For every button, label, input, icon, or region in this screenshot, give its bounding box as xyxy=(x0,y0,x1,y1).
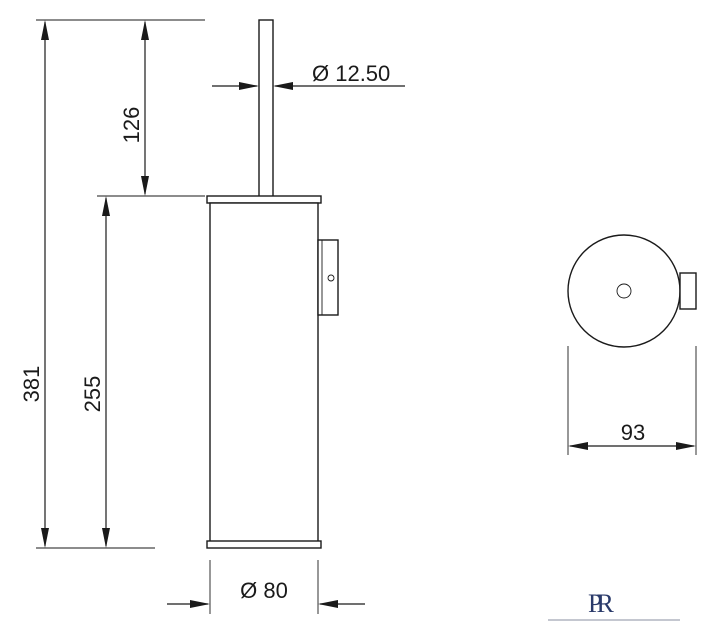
brand-logo-text: PR xyxy=(588,589,614,618)
top-view-bracket xyxy=(679,272,697,310)
top-view xyxy=(567,234,697,348)
bracket-screw-hole xyxy=(327,274,335,282)
body-diameter-label: Ø 80 xyxy=(240,578,288,603)
total-height-label: 381 xyxy=(19,366,44,403)
holder-base xyxy=(206,540,322,549)
top-view-width-label: 93 xyxy=(621,420,645,445)
dimension-total-height: 381 xyxy=(19,19,205,549)
top-view-handle-hole xyxy=(616,283,632,299)
dimension-handle-height: 126 xyxy=(119,20,205,197)
dimension-handle-diameter: Ø 12.50 xyxy=(212,61,405,90)
dimension-body-height: 255 xyxy=(80,195,135,548)
handle-height-label: 126 xyxy=(119,107,144,144)
dimension-body-diameter: Ø 80 xyxy=(167,560,365,614)
top-view-body-circle xyxy=(567,234,681,348)
holder-lid xyxy=(206,195,322,204)
holder-body xyxy=(209,202,319,544)
brush-handle xyxy=(258,19,274,198)
dimension-top-view-width: 93 xyxy=(567,346,697,455)
body-height-label: 255 xyxy=(80,376,105,413)
side-view xyxy=(206,19,339,549)
brand-logo: PR xyxy=(548,589,680,621)
handle-diameter-label: Ø 12.50 xyxy=(312,61,390,86)
